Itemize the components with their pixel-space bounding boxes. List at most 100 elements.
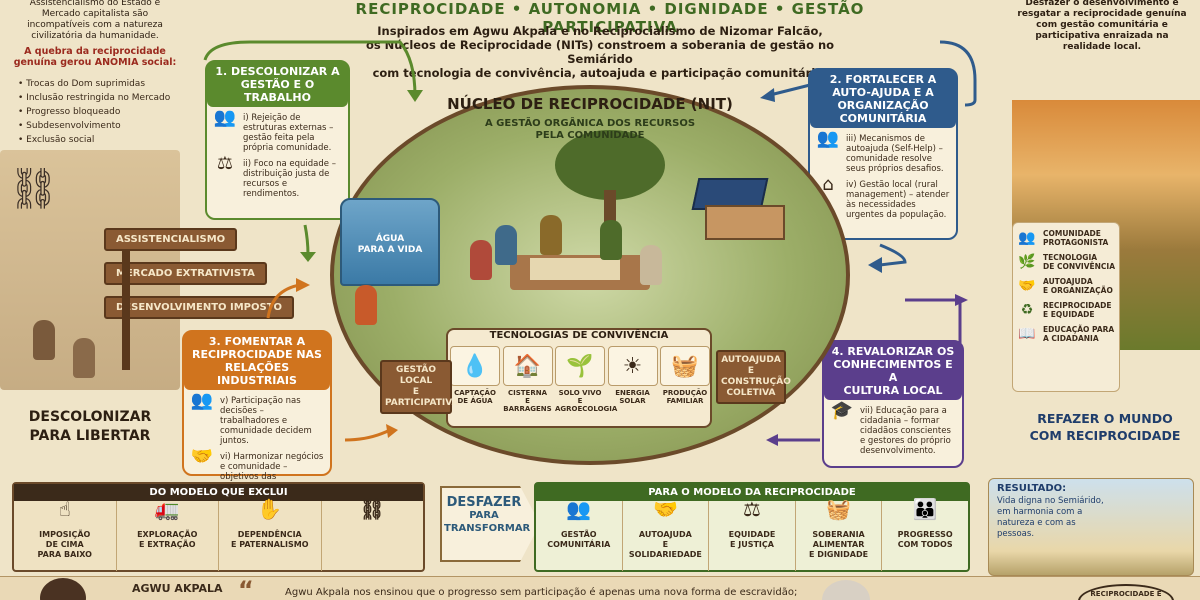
handshake-icon: 🤝 (190, 446, 214, 467)
sign-assistencialismo: ASSISTENCIALISMO (104, 228, 238, 251)
group-icon: 👥 (190, 390, 214, 411)
avatar (40, 578, 86, 600)
food-basket-icon: 🧺 (826, 497, 852, 521)
page-title: RECIPROCIDADE • AUTONOMIA • DIGNIDADE • … (355, 0, 865, 36)
basket-icon: 🧺 (660, 346, 710, 386)
quote-bar (0, 576, 1200, 600)
list-item: Progresso bloqueado (18, 105, 178, 119)
solar-icon: ☀ (607, 346, 658, 386)
result-panel: RESULTADO: Vida digna no Semiárido, em h… (988, 478, 1194, 576)
quote-mark: “ (238, 576, 254, 600)
left-caption: DESCOLONIZAR PARA LIBERTAR (28, 409, 152, 444)
people-icon: 👥 (816, 128, 840, 149)
step-4-box: 4. REVALORIZAR OS CONHECIMENTOS E A CULT… (822, 340, 964, 468)
network-icon: 👥 (566, 497, 592, 521)
person (355, 285, 377, 325)
result-title: RESULTADO: (997, 483, 1067, 494)
reciprocity-model-header: PARA O MODELO DA RECIPROCIDADE (536, 484, 968, 501)
nit-subtitle: A GESTÃO ORGÂNICA DOS RECURSOS PELA COMU… (484, 118, 696, 141)
step-2-item-2: ⌂ iv) Gestão local (rural management) – … (816, 174, 950, 221)
people-icon: 👥 (213, 107, 237, 128)
transform-arrow (440, 486, 540, 562)
truck-icon: 🚛 (154, 497, 180, 521)
step-3-header: 3. FOMENTAR A RECIPROCIDADE NAS RELAÇÕES… (184, 332, 330, 390)
model-cell: ⛓ (322, 497, 424, 571)
result-text: Vida digna no Semiárido, em harmonia com… (997, 496, 1104, 539)
cistern-icon: 🏠 (502, 346, 553, 386)
list-item: Inclusão restringida no Mercado (18, 91, 178, 105)
scale-icon: ⚖ (743, 497, 761, 521)
house-icon: ⌂ (822, 174, 834, 195)
intro-text: Inspirados em Agwu Akpala e no Reciproci… (365, 24, 835, 80)
right-intro-text: Desfazer o desenvolvimento e resgatar a … (1017, 0, 1187, 52)
step-1-header: 1. DESCOLONIZAR A GESTÃO E O TRABALHO (207, 62, 348, 107)
chain-icon: ⛓ (359, 497, 385, 521)
scale-icon: ⚖ (216, 153, 234, 174)
step-1-box: 1. DESCOLONIZAR A GESTÃO E O TRABALHO 👥 … (205, 60, 350, 220)
person (470, 240, 492, 280)
pointing-man-icon: ☝ (58, 497, 71, 521)
crowd-icon: 👪 (912, 497, 938, 521)
step-1-item-2: ⚖ ii) Foco na equidade – distribuição ju… (213, 153, 342, 200)
transform-text: DESFAZER PARA TRANSFORMAR (444, 495, 531, 534)
tree-canopy (555, 130, 665, 200)
person (640, 245, 662, 285)
left-intro-text: Assistencialismo do Estado e Mercado cap… (27, 0, 163, 41)
people-figures (28, 320, 108, 380)
step-3-box: 3. FOMENTAR A RECIPROCIDADE NAS RELAÇÕES… (182, 330, 332, 502)
water-tank (340, 198, 440, 286)
book-graduation-icon: 🎓 (830, 400, 854, 421)
quote-text: Agwu Akpala nos ensinou que o progresso … (285, 587, 798, 598)
tech-title: TECNOLOGIAS DE CONVIVÊNCIA (489, 330, 669, 341)
list-item: Exclusão social (18, 133, 178, 147)
step-3-item-1: 👥 v) Participação nas decisões – trabalh… (190, 390, 312, 447)
person (495, 225, 517, 265)
open-hand-icon: ✋ (257, 497, 283, 521)
list-item: Subdesenvolvimento (18, 119, 178, 133)
avatar (822, 580, 870, 600)
excluding-model-header: DO MODELO QUE EXCLUI (14, 484, 423, 501)
handshake-icon: 🤝 (1018, 277, 1036, 294)
list-item: Trocas do Dom suprimidas (18, 77, 178, 91)
house (705, 205, 785, 240)
map (530, 258, 620, 280)
community-icon: 👥 (1018, 229, 1036, 246)
water-tank-label: ÁGUA PARA A VIDA (357, 234, 423, 255)
nit-title: NÚCLEO DE RECIPROCIDADE (NIT) (447, 95, 733, 113)
author-name: AGWU AKPALA (132, 582, 223, 595)
anomia-text: A quebra da reciprocidade genuína gerou … (13, 46, 177, 68)
person (540, 215, 562, 255)
helping-hands-icon: 🤝 (652, 497, 678, 521)
sign-mercado-extrativista: MERCADO EXTRATIVISTA (104, 262, 267, 285)
step-2-header: 2. FORTALECER A AUTO-AJUDA E A ORGANIZAÇ… (810, 70, 956, 128)
recycle-icon: ♻ (1020, 301, 1034, 318)
anomia-list: Trocas do Dom suprimidas Inclusão restri… (18, 77, 178, 147)
right-caption: REFAZER O MUNDO COM RECIPROCIDADE (1029, 411, 1181, 443)
sign-desenvolvimento-imposto: DESENVOLVIMENTO IMPOSTO (104, 296, 295, 319)
book-icon: 📖 (1018, 325, 1036, 342)
step-4-item-1: 🎓 vii) Educação para a cidadania – forma… (830, 400, 951, 457)
chain-icon: ⛓ (8, 166, 59, 212)
seedling-icon: 🌱 (555, 346, 605, 386)
step-4-header: 4. REVALORIZAR OS CONHECIMENTOS E A CULT… (824, 342, 962, 400)
